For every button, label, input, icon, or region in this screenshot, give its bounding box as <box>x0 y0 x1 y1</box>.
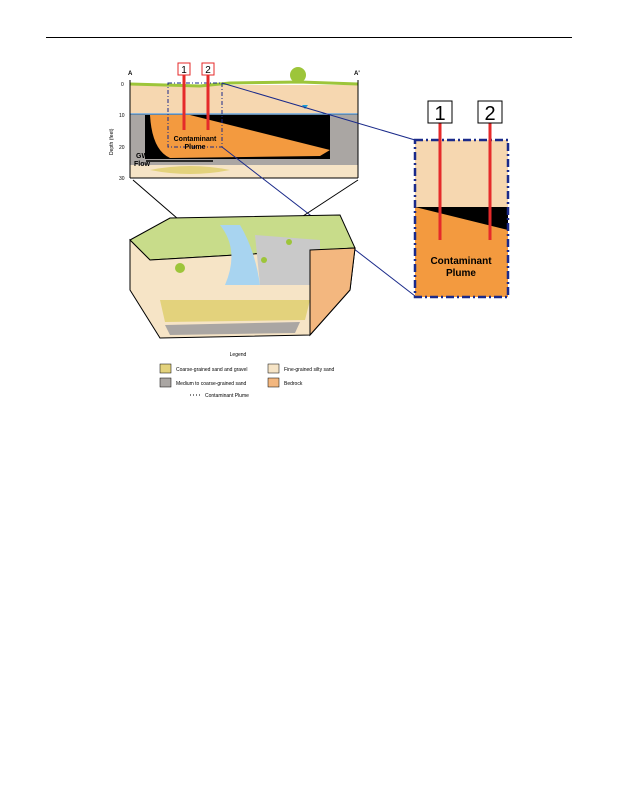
header-rule <box>46 37 572 38</box>
flow-label: GW <box>136 153 148 160</box>
label-a: A <box>128 71 133 77</box>
depth-tick: 0 <box>121 82 124 88</box>
block-diagram <box>129 214 356 339</box>
well-2-label: 2 <box>205 65 211 76</box>
legend-item: Contaminant Plume <box>205 393 249 399</box>
label-a-prime: A' <box>354 71 360 77</box>
legend-title: Legend <box>230 352 247 358</box>
well-1-label: 1 <box>181 65 187 76</box>
tree-icon <box>290 67 306 83</box>
plume-label: Contaminant <box>174 136 217 143</box>
legend-item: Medium to coarse-grained sand <box>176 381 247 387</box>
legend-item: Bedrock <box>284 381 303 387</box>
legend-item: Coarse-grained sand and gravel <box>176 367 247 373</box>
y-axis-label: Depth (feet) <box>109 128 115 155</box>
inset-plume-label: Contaminant <box>430 256 492 267</box>
inset-detail: 1 2 Contaminant Plume <box>413 100 510 299</box>
depth-tick: 20 <box>119 145 125 151</box>
cross-section: 1 2 Contaminant Plume GW Flow A A' 0 10 … <box>109 62 360 182</box>
depth-tick: 30 <box>119 176 125 182</box>
depth-tick: 10 <box>119 113 125 119</box>
legend-item: Fine-grained silty sand <box>284 367 335 373</box>
plume-label: Plume <box>184 144 205 151</box>
legend: Legend Coarse-grained sand and gravel Fi… <box>159 352 335 399</box>
inset-well-2-label: 2 <box>484 103 495 125</box>
inset-plume-label: Plume <box>446 268 476 279</box>
flow-label: Flow <box>134 161 150 168</box>
inset-well-1-label: 1 <box>434 103 445 125</box>
